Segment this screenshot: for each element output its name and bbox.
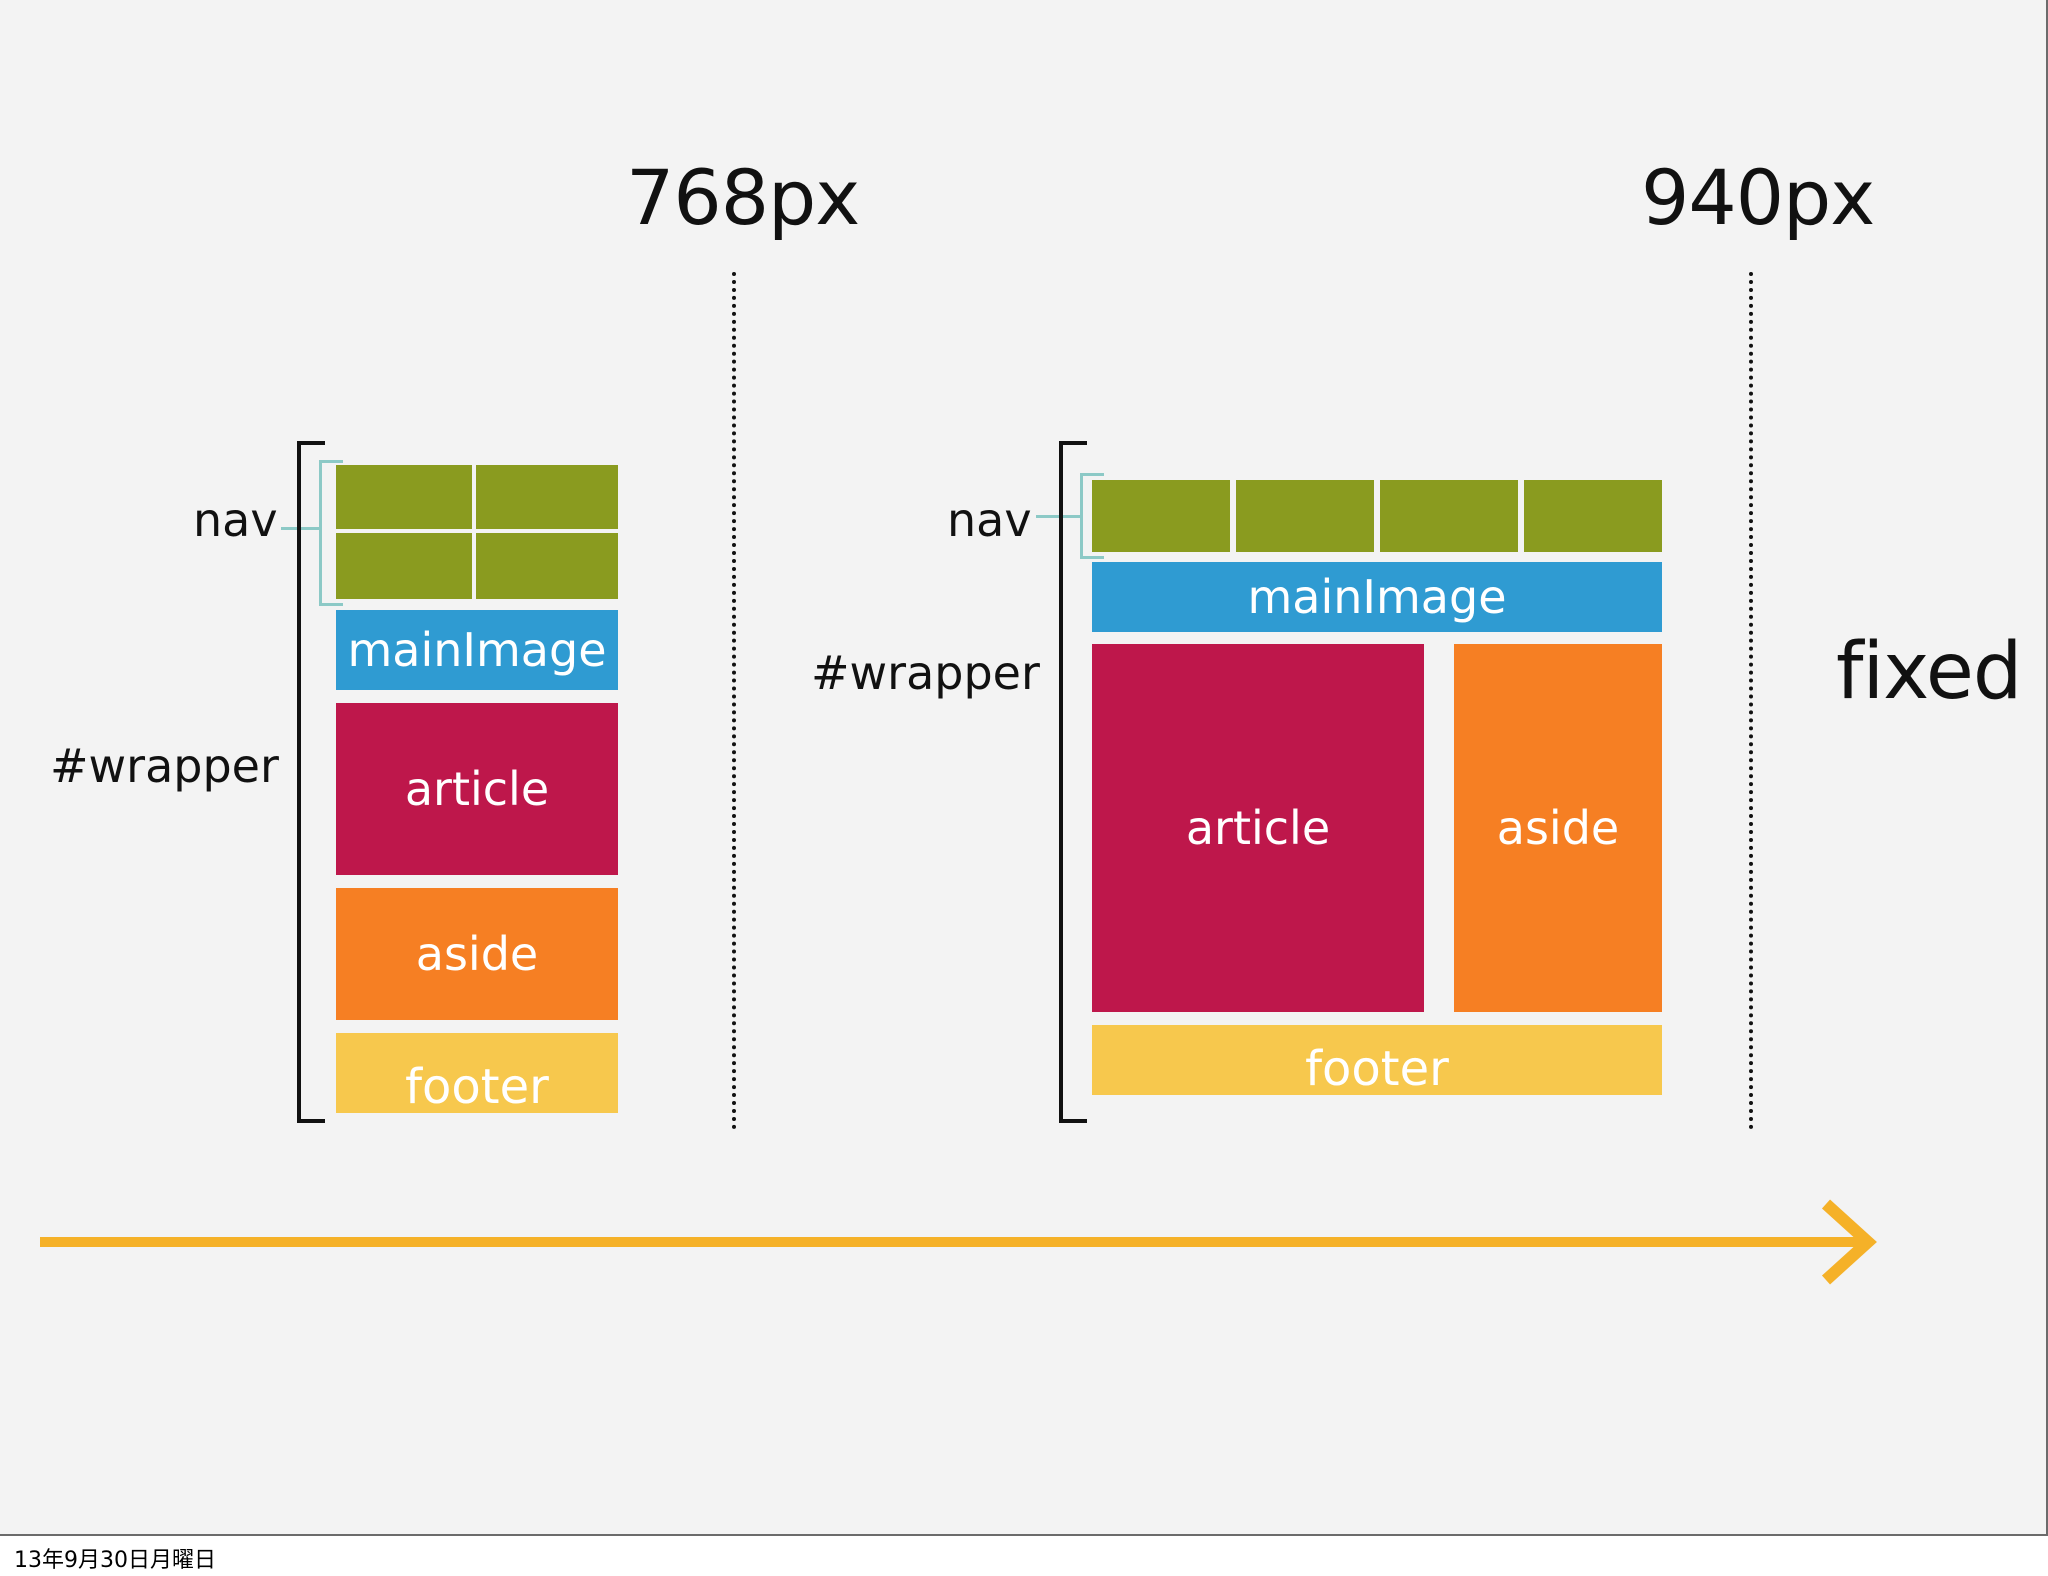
breakpoint-940-line	[1749, 272, 1753, 1130]
large-main-image-block: mainImage	[1092, 562, 1662, 632]
small-wrapper-bracket	[297, 441, 325, 1123]
small-aside-label: aside	[415, 927, 539, 981]
large-main-image-label: mainImage	[1247, 570, 1507, 624]
small-nav-bracket	[319, 460, 343, 606]
fixed-label: fixed	[1836, 627, 2022, 717]
width-arrow-head-icon	[1821, 1199, 1877, 1285]
large-footer-label: footer	[1305, 1041, 1449, 1097]
large-nav-bracket	[1080, 473, 1104, 559]
large-article-label: article	[1185, 801, 1331, 855]
small-nav-item	[336, 465, 472, 529]
large-aside-label: aside	[1496, 801, 1620, 855]
breakpoint-940-label: 940px	[1641, 153, 1875, 242]
small-article-block: article	[336, 703, 618, 875]
small-footer-label: footer	[405, 1059, 549, 1115]
large-nav-connector	[1036, 515, 1080, 518]
large-nav-item	[1236, 480, 1374, 552]
large-nav-item	[1092, 480, 1230, 552]
small-nav-item	[476, 465, 618, 529]
large-wrapper-label: #wrapper	[811, 646, 1040, 700]
small-main-image-label: mainImage	[347, 623, 607, 677]
small-wrapper-label: #wrapper	[50, 739, 279, 793]
large-nav-item	[1380, 480, 1518, 552]
breakpoint-768-line	[732, 272, 736, 1130]
large-wrapper-bracket	[1059, 441, 1087, 1123]
large-aside-block: aside	[1454, 644, 1662, 1012]
small-footer-block: footer	[336, 1033, 618, 1113]
large-nav-item	[1524, 480, 1662, 552]
large-nav-label: nav	[947, 493, 1032, 547]
small-nav-item	[336, 533, 472, 599]
small-nav-item	[476, 533, 618, 599]
small-main-image-block: mainImage	[336, 610, 618, 690]
breakpoint-768-label: 768px	[626, 153, 860, 242]
small-nav-label: nav	[193, 493, 278, 547]
large-footer-block: footer	[1092, 1025, 1662, 1095]
large-article-block: article	[1092, 644, 1424, 1012]
footer-timestamp: 13年9月30日月曜日	[14, 1548, 216, 1573]
slide: 768px 940px nav #wrapper mainImage artic…	[0, 0, 2048, 1536]
large-nav-block	[1092, 480, 1662, 552]
small-nav-block	[336, 465, 618, 599]
width-arrow	[40, 1199, 1877, 1285]
small-article-label: article	[404, 762, 550, 816]
small-aside-block: aside	[336, 888, 618, 1020]
